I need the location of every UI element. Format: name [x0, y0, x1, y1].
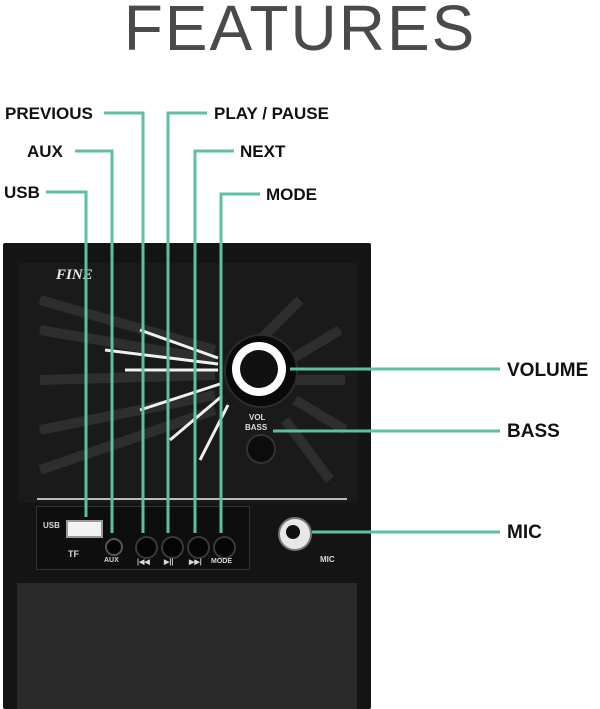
mic-jack-label: MIC	[320, 555, 335, 564]
aux-jack[interactable]	[105, 538, 123, 556]
leader-line-mode	[219, 192, 260, 533]
previous-button[interactable]	[135, 536, 158, 559]
mode-button-label: MODE	[211, 558, 232, 565]
speaker-lower-grille	[17, 583, 357, 709]
label-usb: USB	[4, 183, 40, 202]
vol-text: VOL	[249, 413, 266, 422]
bass-text: BASS	[245, 423, 268, 432]
leader-line-usb	[46, 190, 88, 517]
leader-line-previous	[104, 111, 145, 533]
mode-button[interactable]	[213, 536, 236, 559]
label-aux: AUX	[27, 142, 63, 161]
leader-line-aux	[75, 149, 114, 533]
leader-line-next	[193, 149, 234, 533]
next-symbol: ▶▶|	[189, 559, 202, 566]
label-previous: PREVIOUS	[5, 104, 93, 123]
play-pause-symbol: ▶||	[164, 559, 174, 566]
next-button[interactable]	[187, 536, 210, 559]
leader-line-play-pause	[166, 111, 207, 533]
usb-port[interactable]	[66, 520, 103, 538]
label-mode: MODE	[266, 185, 317, 204]
previous-symbol: |◀◀	[137, 559, 150, 566]
label-mic: MIC	[507, 522, 542, 543]
usb-port-label: USB	[43, 521, 60, 530]
label-bass: BASS	[507, 421, 560, 442]
label-next: NEXT	[240, 142, 286, 161]
tf-slot-label: TF	[68, 549, 79, 559]
aux-jack-label: AUX	[104, 557, 119, 564]
page-title: FEATURES	[123, 0, 477, 64]
brand-logo: FINE	[56, 267, 93, 283]
bass-knob[interactable]	[246, 434, 276, 464]
volume-knob[interactable]	[240, 350, 278, 388]
panel-divider	[37, 498, 347, 500]
label-volume: VOLUME	[507, 360, 589, 381]
play-pause-button[interactable]	[161, 536, 184, 559]
mic-jack-hole	[286, 525, 300, 539]
label-play-pause: PLAY / PAUSE	[214, 104, 329, 123]
